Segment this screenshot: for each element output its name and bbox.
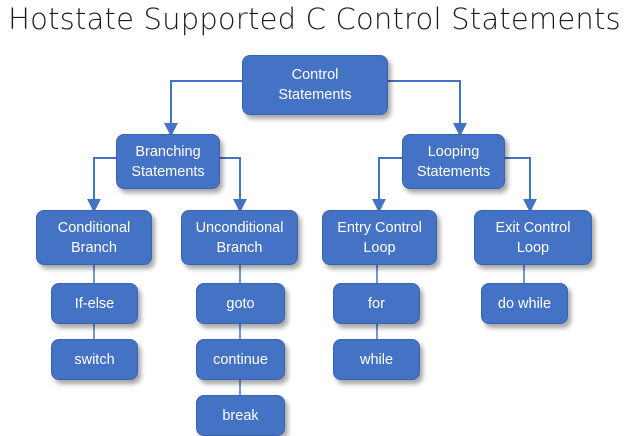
node-do-while: do while [481,283,568,324]
edge-looping-exit [505,157,537,213]
node-exit-control-loop: Exit Control Loop [474,210,592,265]
node-entry-control-loop: Entry Control Loop [322,210,437,265]
edge-looping-entry [372,157,403,213]
edge-control-looping [388,80,467,137]
node-branching-statements: Branching Statements [116,134,220,189]
node-if-else: If-else [51,283,138,324]
node-while: while [333,339,420,380]
node-conditional-branch: Conditional Branch [36,210,152,265]
edge-branching-conditional [87,157,117,213]
edge-control-branching [164,80,243,137]
node-switch: switch [51,339,138,380]
node-continue: continue [196,339,285,380]
node-control-statements: Control Statements [242,55,388,115]
node-looping-statements: Looping Statements [402,134,505,189]
node-unconditional-branch: Unconditional Branch [181,210,298,265]
node-break: break [196,395,285,436]
node-for: for [333,283,420,324]
node-goto: goto [196,283,285,324]
diagram-title: Hotstate Supported C Control Statements [8,2,621,36]
edge-branching-unconditional [220,157,247,213]
